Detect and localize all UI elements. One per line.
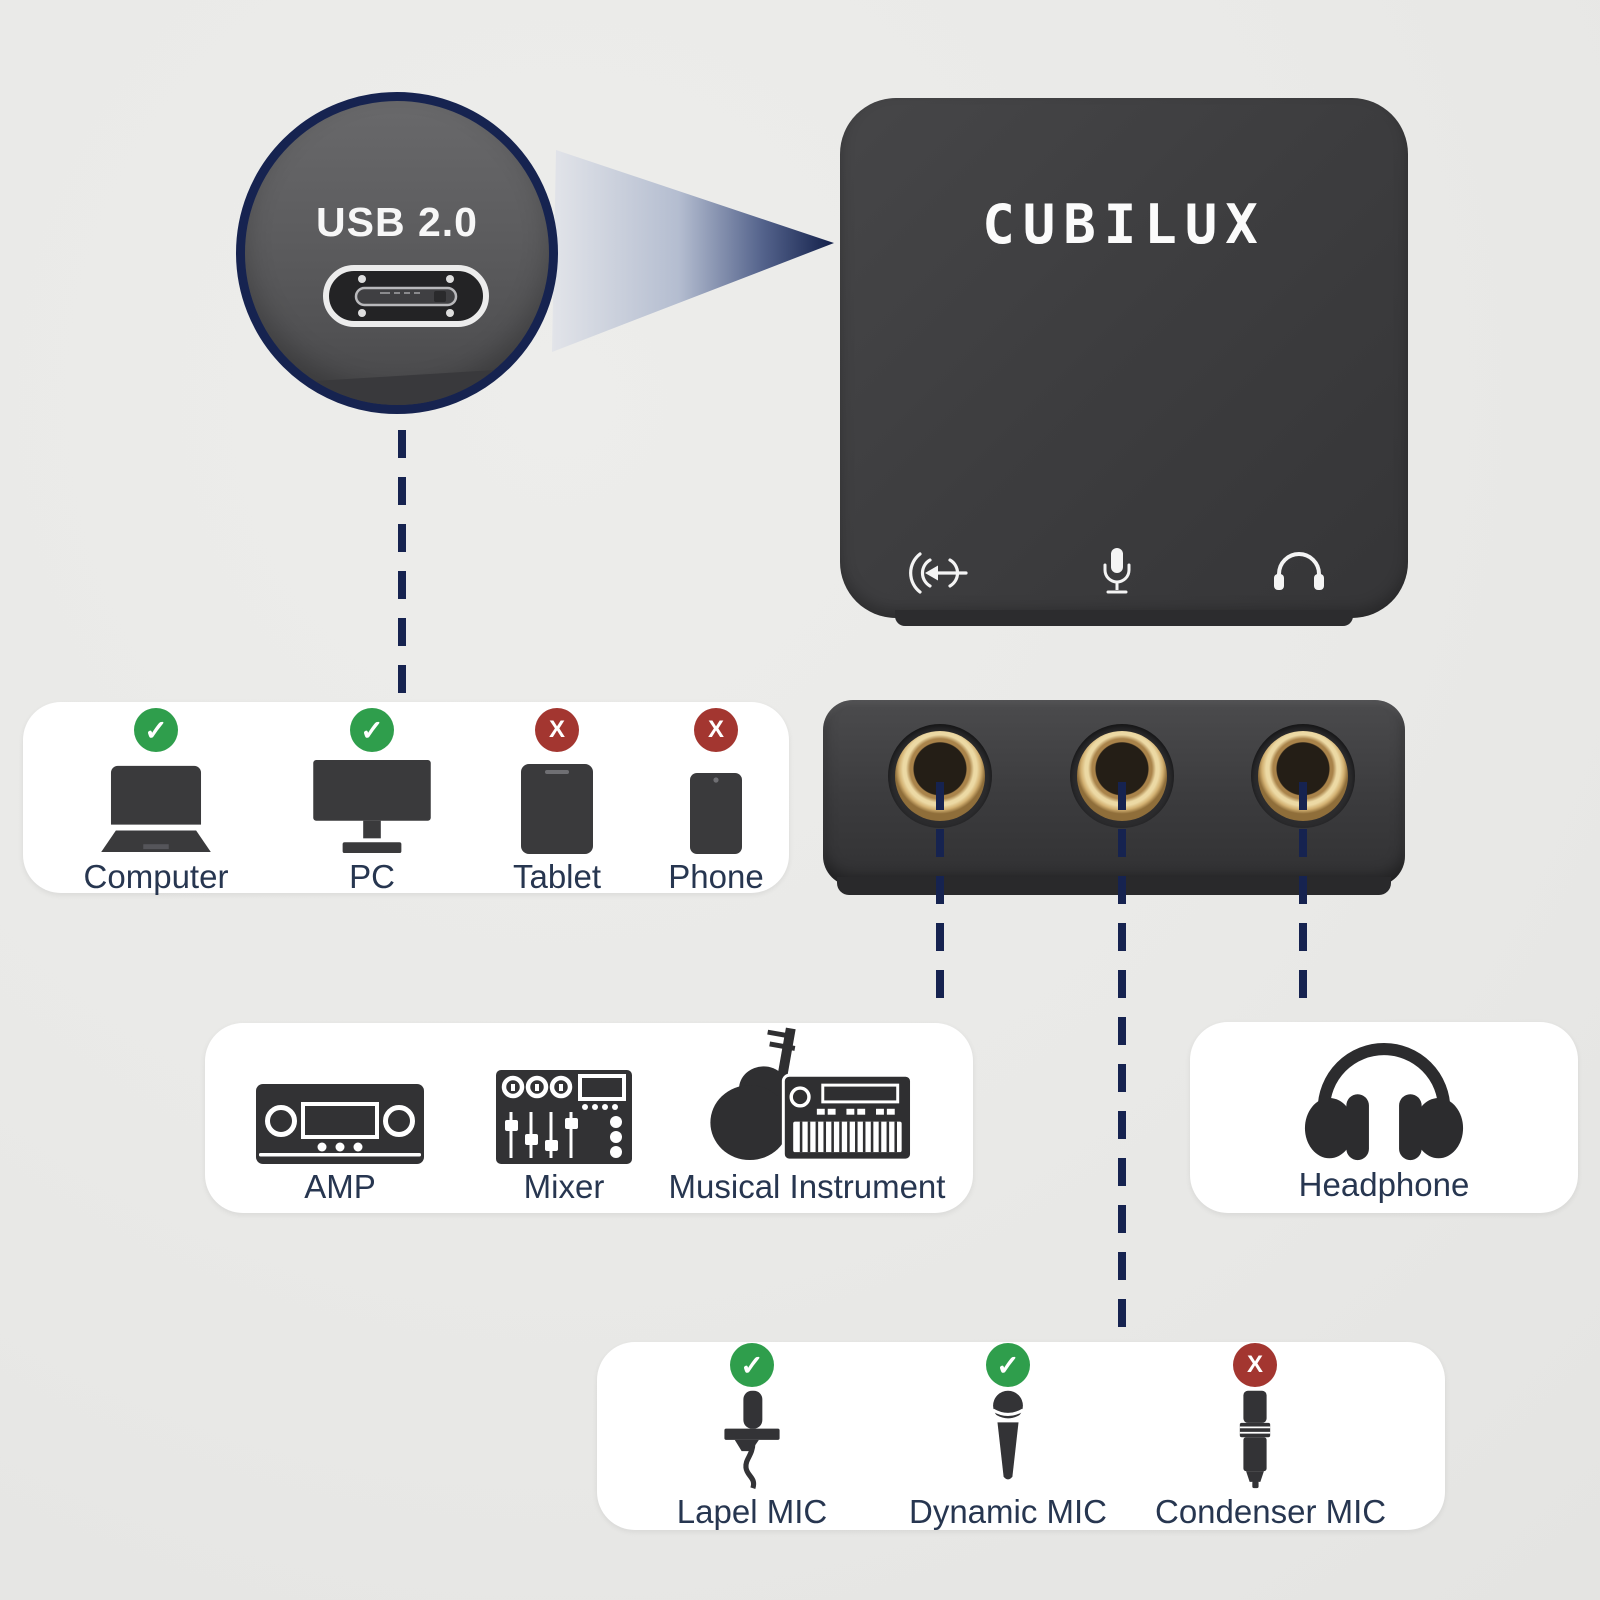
lineout-devices-panel: AMP bbox=[205, 1023, 973, 1213]
mic-item-lapel: ✓ Lapel MIC bbox=[652, 1343, 852, 1531]
headphone-item: Headphone bbox=[1284, 1032, 1484, 1204]
headphone-panel: Headphone bbox=[1190, 1022, 1578, 1213]
callout-beam bbox=[552, 150, 834, 352]
mic-label: Lapel MIC bbox=[676, 1493, 828, 1530]
headphone-large-icon bbox=[1304, 1042, 1464, 1161]
headphone-icon bbox=[1274, 552, 1324, 590]
check-badge: ✓ bbox=[134, 708, 178, 752]
check-glyph: ✓ bbox=[996, 1349, 1020, 1381]
microphone-icon bbox=[1103, 548, 1131, 594]
output-label: Mixer bbox=[523, 1168, 605, 1205]
output-item-instrument: Musical Instrument bbox=[647, 1027, 967, 1206]
compat-item-tablet: X Tablet bbox=[467, 708, 647, 896]
line-out-icon bbox=[909, 552, 968, 594]
usb-port-callout: USB 2.0 bbox=[236, 92, 558, 414]
headphone-connector-dash bbox=[1299, 782, 1307, 1010]
check-badge: ✓ bbox=[986, 1343, 1030, 1387]
x-badge: X bbox=[535, 708, 579, 752]
check-badge: ✓ bbox=[350, 708, 394, 752]
compat-label: Phone bbox=[668, 858, 764, 895]
phone-icon bbox=[690, 773, 742, 854]
tablet-icon bbox=[521, 764, 593, 854]
mic-label: Dynamic MIC bbox=[908, 1493, 1108, 1530]
lineout-connector-dash bbox=[936, 782, 944, 1008]
output-label: AMP bbox=[304, 1168, 376, 1205]
output-item-mixer: Mixer bbox=[464, 1028, 664, 1206]
brand-logo: CUBILUX bbox=[982, 193, 1266, 256]
check-glyph: ✓ bbox=[740, 1349, 764, 1381]
usb-connector-dash bbox=[398, 430, 406, 702]
check-glyph: ✓ bbox=[360, 714, 384, 746]
device-edge-shading bbox=[245, 362, 549, 405]
mic-item-dynamic: ✓ Dynamic MIC bbox=[908, 1343, 1108, 1531]
x-glyph: X bbox=[1246, 1351, 1263, 1378]
desktop-monitor-icon bbox=[313, 760, 431, 854]
dynamic-mic-icon bbox=[992, 1390, 1024, 1480]
check-glyph: ✓ bbox=[144, 714, 168, 746]
compat-label: Computer bbox=[83, 858, 229, 895]
mic-item-condenser: X Condenser MIC bbox=[1155, 1343, 1387, 1531]
compat-item-computer: ✓ Computer bbox=[66, 708, 246, 896]
x-glyph: X bbox=[707, 716, 724, 743]
usb-version-label: USB 2.0 bbox=[316, 199, 478, 245]
output-item-amp: AMP bbox=[240, 1028, 440, 1206]
audio-adapter-front: CUBILUX bbox=[840, 98, 1408, 626]
amplifier-icon bbox=[256, 1084, 424, 1164]
laptop-icon bbox=[101, 765, 211, 853]
compat-label: PC bbox=[349, 858, 395, 895]
mixer-icon bbox=[496, 1070, 632, 1164]
musical-instrument-icon bbox=[710, 1027, 913, 1162]
headphone-label: Headphone bbox=[1298, 1166, 1470, 1203]
mic-label: Condenser MIC bbox=[1155, 1493, 1387, 1530]
audio-adapter-jack-side bbox=[823, 700, 1405, 895]
x-badge: X bbox=[1233, 1343, 1277, 1387]
usb-c-port-icon bbox=[323, 265, 489, 327]
check-badge: ✓ bbox=[730, 1343, 774, 1387]
mic-compatibility-panel: ✓ Lapel MIC ✓ D bbox=[597, 1342, 1445, 1530]
x-glyph: X bbox=[548, 716, 565, 743]
x-badge: X bbox=[694, 708, 738, 752]
mic-connector-dash bbox=[1118, 782, 1126, 1338]
host-compatibility-panel: ✓ Computer ✓ PC bbox=[23, 702, 789, 896]
lapel-mic-icon bbox=[724, 1390, 780, 1489]
compat-item-pc: ✓ PC bbox=[282, 708, 462, 896]
condenser-mic-icon bbox=[1239, 1390, 1271, 1489]
compat-label: Tablet bbox=[512, 858, 602, 895]
compat-item-phone: X Phone bbox=[626, 708, 806, 896]
output-label: Musical Instrument bbox=[668, 1168, 946, 1205]
